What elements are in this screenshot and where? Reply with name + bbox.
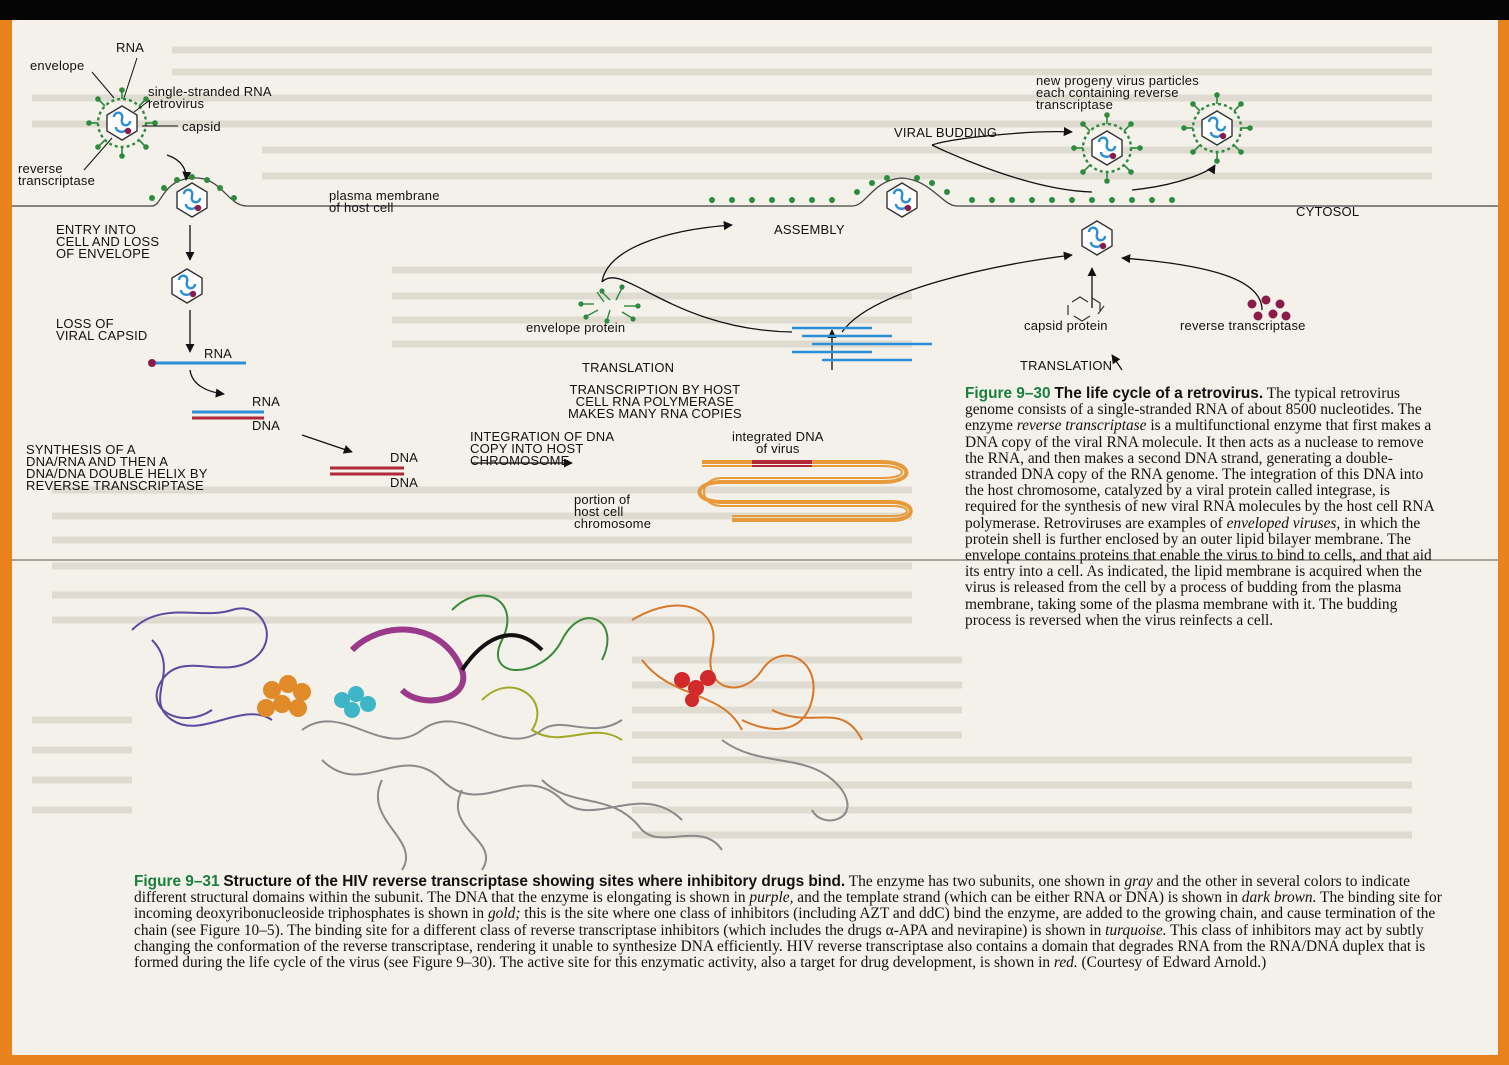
label-integrated-dna: integrated DNA of virus (732, 429, 824, 456)
nucleic-acid-strands (148, 326, 932, 522)
caption-930-em-2: enveloped viruses, (1226, 514, 1341, 532)
label-plasma-membrane: plasma membrane of host cell (329, 188, 440, 215)
retrovirus-lifecycle-diagram (12, 57, 1498, 522)
figure-9-30-title: The life cycle of a retrovirus. (1054, 385, 1264, 402)
label-rna-top: RNA (116, 40, 145, 55)
caption-931-em-6: red. (1053, 954, 1078, 972)
entering-capsid (175, 181, 209, 219)
figure-9-31-title: Structure of the HIV reverse transcripta… (223, 873, 846, 890)
assembling-capsid (885, 181, 919, 219)
label-entry: ENTRY INTO CELL AND LOSS OF ENVELOPE (56, 222, 160, 261)
plasma-membrane (12, 174, 1498, 207)
label-portion-chromosome: portion of host cell chromosome (574, 492, 652, 531)
label-transcription: TRANSCRIPTION BY HOST CELL RNA POLYMERAS… (568, 382, 742, 421)
label-rna-strand: RNA (204, 346, 233, 361)
label-dna-hybrid: DNA (252, 418, 281, 433)
caption-931-em-2: purple, (749, 889, 794, 907)
caption-930-text-1: The typical retrovirus genome consists o… (965, 385, 1422, 435)
label-envelope-protein: envelope protein (526, 320, 626, 335)
hiv-reverse-transcriptase-structure-image (131, 594, 863, 871)
label-loss-capsid: LOSS OF VIRAL CAPSID (56, 316, 148, 343)
assembled-core (1080, 219, 1114, 257)
label-reverse-transcriptase-right: reverse transcriptase (1180, 318, 1306, 333)
label-viral-budding: VIRAL BUDDING (894, 125, 998, 140)
label-dna-bottom: DNA (390, 475, 419, 490)
figure-9-30-caption: Figure 9–30 The life cycle of a retrovir… (965, 385, 1435, 629)
figure-9-31-caption: Figure 9–31 Structure of the HIV reverse… (134, 873, 1444, 972)
caption-931-text-5: this is the site where one class of inhi… (134, 905, 1436, 939)
free-capsid (170, 267, 204, 305)
caption-931-text-1: The enzyme has two subunits, one shown i… (845, 873, 1125, 890)
label-capsid-protein: capsid protein (1024, 318, 1108, 333)
caption-931-text-2: and the other in several colors to indic… (134, 873, 1410, 907)
label-cytosol: CYTOSOL (1296, 204, 1360, 219)
caption-930-em-1: reverse transcriptase (1016, 417, 1147, 435)
label-integration: INTEGRATION OF DNA COPY INTO HOST CHROMO… (470, 429, 615, 468)
caption-931-text-7: (Courtesy of Edward Arnold.) (1077, 954, 1267, 972)
envelope-protein-cluster (582, 287, 637, 321)
label-synthesis: SYNTHESIS OF A DNA/RNA AND THEN A DNA/DN… (26, 442, 208, 493)
caption-931-em-5: turquoise. (1105, 921, 1167, 939)
caption-931-text-4: The binding site for incoming deoxyribon… (134, 889, 1442, 923)
label-capsid: capsid (182, 119, 221, 134)
label-assembly: ASSEMBLY (774, 222, 845, 237)
reverse-transcriptase-molecules (1247, 295, 1291, 321)
caption-931-text-6: This class of inhibitors may act by subt… (134, 921, 1426, 972)
label-envelope: envelope (30, 58, 85, 73)
caption-931-em-3: dark brown. (1241, 889, 1317, 907)
budding-virus-1 (1069, 110, 1145, 186)
label-rna-hybrid: RNA (252, 394, 281, 409)
figure-9-31-label: Figure 9–31 (134, 873, 220, 890)
textbook-page: RNA envelope single-stranded RNA retrovi… (12, 20, 1498, 1055)
label-translation-right: TRANSLATION (1020, 358, 1113, 373)
caption-931-em-4: gold; (487, 905, 521, 923)
caption-931-text-3: and the template strand (which can be ei… (793, 889, 1242, 907)
capsid-protein-pieces (1067, 296, 1105, 322)
caption-930-text-2: is a multifunctional enzyme that first m… (965, 417, 1434, 532)
caption-930-text-3: in which the protein shell is further en… (965, 514, 1432, 629)
top-black-bar (0, 0, 1509, 20)
label-translation-left: TRANSLATION (582, 360, 675, 375)
figure-9-30-label: Figure 9–30 (965, 385, 1051, 402)
label-dna-top: DNA (390, 450, 419, 465)
caption-931-em-1: gray (1124, 873, 1153, 890)
label-progeny: new progeny virus particles each contain… (1036, 73, 1199, 112)
label-reverse-transcriptase: reverse transcriptase (18, 161, 96, 188)
label-ss-rna-retrovirus: single-stranded RNA retrovirus (148, 84, 272, 111)
